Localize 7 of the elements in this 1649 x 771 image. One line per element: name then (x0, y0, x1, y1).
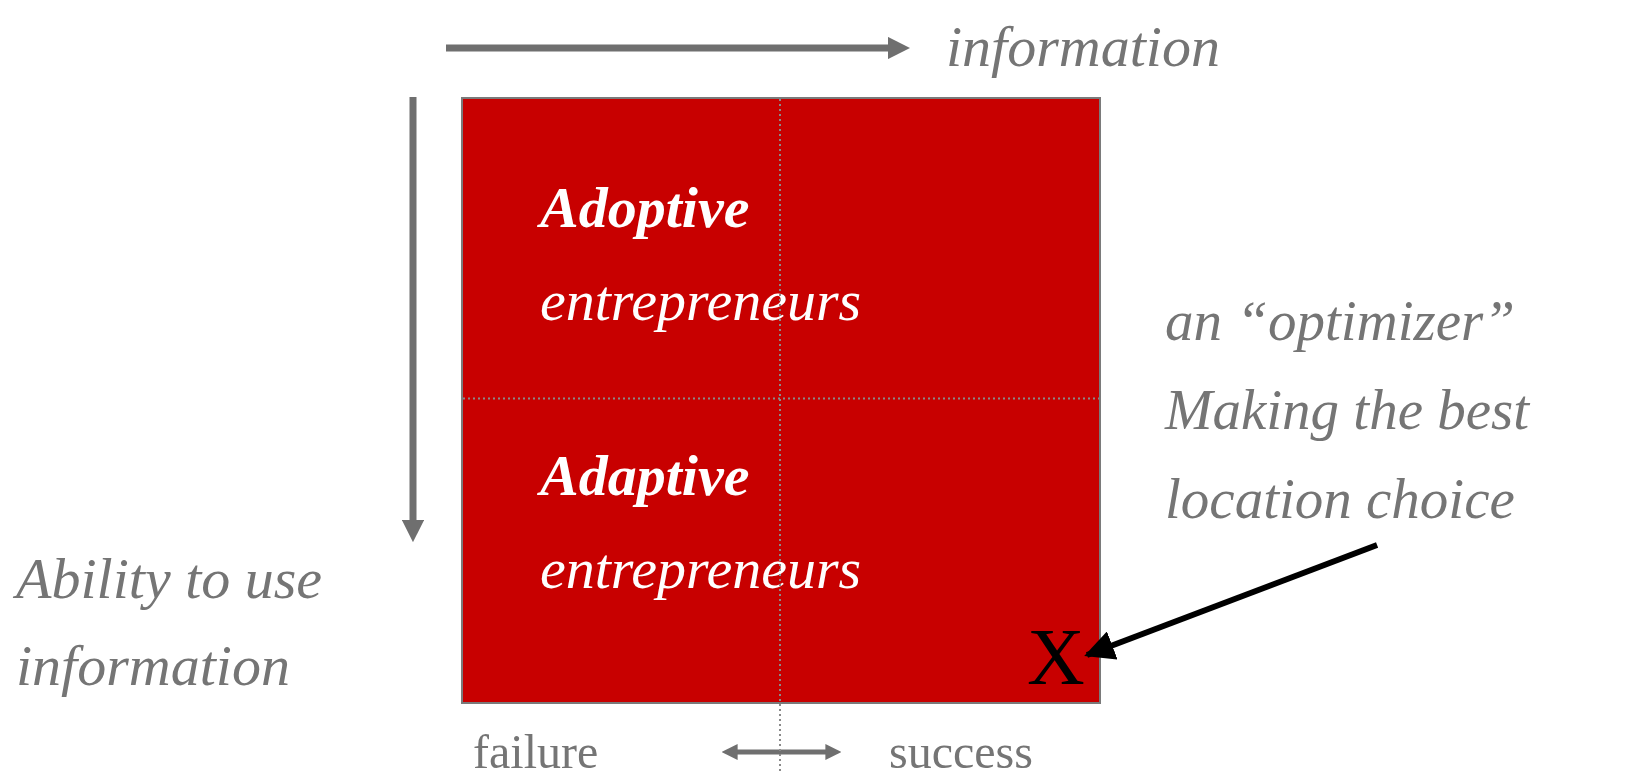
axis-label: information (946, 13, 1221, 81)
quadrant-square (461, 97, 1101, 704)
arrow (1084, 542, 1379, 660)
axis-label: success (889, 724, 1034, 771)
axis-label: failure (473, 724, 600, 771)
position-marker: X (1027, 617, 1085, 697)
annotation-text: an “optimizer” Making the best location choice (1165, 276, 1647, 543)
